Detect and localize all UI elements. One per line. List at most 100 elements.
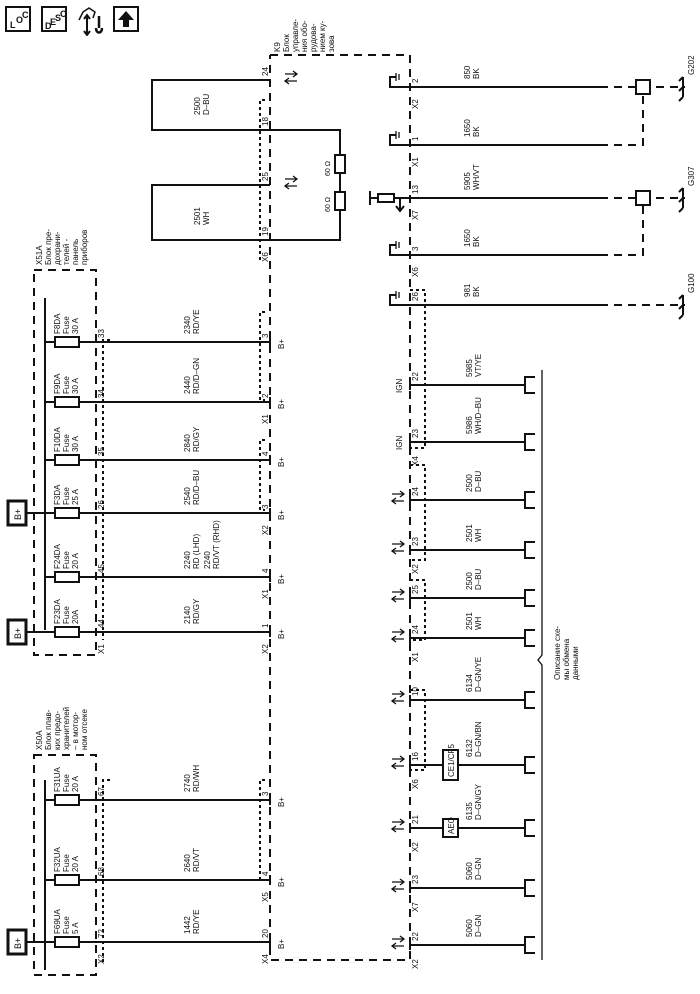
k9-pin-line: 4 — [261, 871, 270, 876]
fuse-pin-line: 68 — [97, 867, 106, 876]
k9-pin: 20 — [261, 929, 270, 938]
data-pin-line: 25 — [411, 585, 420, 594]
data-pin: 21 — [411, 815, 420, 824]
data-connector: X2 — [411, 842, 420, 852]
data-pin-line: 21 — [411, 815, 420, 824]
data-description-label-line: Описание схе- — [553, 626, 562, 680]
x51a-label-line: Блок пре- — [44, 229, 53, 265]
k9-pin: 3 — [261, 504, 270, 509]
loc-button[interactable]: L O C — [5, 6, 31, 32]
x51a-label-line: дохрани- — [53, 231, 62, 265]
fuse-block-connector-line: X2 — [97, 954, 106, 964]
ground-g100-label: G100 — [687, 273, 696, 293]
x51a-connectors — [102, 339, 110, 640]
k9-connector: X4 — [261, 954, 270, 964]
can-pin-a-line: 19 — [261, 227, 270, 236]
k9-bplus-line: B+ — [277, 399, 286, 409]
bplus-source-3-text-line: B+ — [13, 509, 23, 520]
x50a-label-line: хранителей — [62, 707, 71, 750]
resistor-1 — [334, 191, 346, 211]
data-pin-line: 10 — [411, 687, 420, 696]
fuse-pin: 72 — [97, 929, 106, 938]
can-connector: X6 — [261, 252, 270, 262]
fuse-label-f24da-line: Fuse — [62, 551, 71, 569]
splice-symbol — [635, 79, 651, 95]
data-wire-label-line: 2500 — [465, 474, 474, 492]
ground-glyph-icon — [395, 291, 400, 299]
x50a-label-line: ном отсеке — [80, 709, 89, 750]
desc-letter-s: S — [55, 13, 62, 23]
up-button[interactable] — [113, 6, 139, 32]
fuse-label-f32ua-line: 20 A — [71, 855, 80, 872]
x51a-label-line: телей - — [62, 238, 71, 265]
data-wire-label-line: D–GN/BN — [474, 721, 483, 757]
ground-pin: 26 — [411, 292, 420, 301]
data-pin-line: 23 — [411, 875, 420, 884]
wire-label-line: RD (LHD) — [192, 534, 201, 569]
k9-bplus: B+ — [277, 510, 286, 520]
fuse-pin: 67 — [97, 787, 106, 796]
internal-ground-symbol — [389, 294, 410, 306]
ign-label: IGN — [395, 436, 404, 450]
fuse-label-f8da-line: 30 A — [71, 317, 80, 334]
data-pin: 24 — [411, 625, 420, 634]
bidirectional-arrow-icon — [390, 690, 406, 705]
fuse-pin-line: 45 — [97, 564, 106, 573]
data-pin: 23 — [411, 537, 420, 546]
x2-data-connector — [410, 464, 426, 561]
fuse-label-f8da-line: Fuse — [62, 316, 71, 334]
fuse-symbol — [54, 571, 80, 583]
fuse-symbol — [54, 626, 80, 638]
fuse-label-f10da-line: Fuse — [62, 434, 71, 452]
up-arrow-icon — [118, 11, 134, 27]
data-pin: 25 — [411, 585, 420, 594]
can-wire-label-line: D–BU — [202, 93, 211, 115]
k9-bplus-line: B+ — [277, 339, 286, 349]
bidirectional-arrow-icon — [390, 755, 406, 770]
connector-repair-button[interactable] — [77, 6, 104, 37]
ground-wire-label-line: 981 — [463, 283, 472, 297]
fuse-pin-line: 26 — [97, 500, 106, 509]
k9-connector-line: X2 — [261, 644, 270, 654]
data-pin: 22 — [411, 932, 420, 941]
fuse-label-f69ua-line: 5 A — [71, 922, 80, 934]
x6-k9-connector — [259, 99, 265, 260]
data-connector-symbol — [524, 756, 535, 774]
k9-bplus: B+ — [277, 574, 286, 584]
bidirectional-arrow-icon — [283, 70, 299, 85]
data-wire-label-line: D–GN — [474, 858, 483, 880]
data-wire-label-line: 6135 — [465, 802, 474, 820]
k9-bplus: B+ — [277, 399, 286, 409]
k9-connector-line: X1 — [261, 589, 270, 599]
fuse-pin: 26 — [97, 500, 106, 509]
k9-label-line: зова — [327, 35, 336, 52]
inline-module-label: CE1/CF5 — [447, 744, 456, 777]
desc-button[interactable]: D E S C — [41, 6, 67, 32]
fuse-pin: 44 — [97, 619, 106, 628]
data-connector: X6 — [411, 779, 420, 789]
ground-pin-line: 3 — [411, 246, 420, 251]
wire-label-line: 2240 — [183, 551, 192, 569]
can-wire-label-line: 2501 — [193, 207, 202, 225]
wire-label-line: RD/D–GN — [192, 358, 201, 394]
can-pin-b: 25 — [261, 172, 270, 181]
x50a-label-line: – в мотор- — [71, 712, 80, 750]
data-connector-symbol — [524, 433, 535, 451]
ground-g202-label-line: G202 — [687, 55, 696, 75]
data-pin-line: 16 — [411, 752, 420, 761]
bplus-source-2-text: B+ — [13, 628, 23, 639]
wire-label-line: 2340 — [183, 316, 192, 334]
resistor-1-value: 60 Ω — [325, 197, 332, 212]
ground-pin: 2 — [411, 78, 420, 83]
